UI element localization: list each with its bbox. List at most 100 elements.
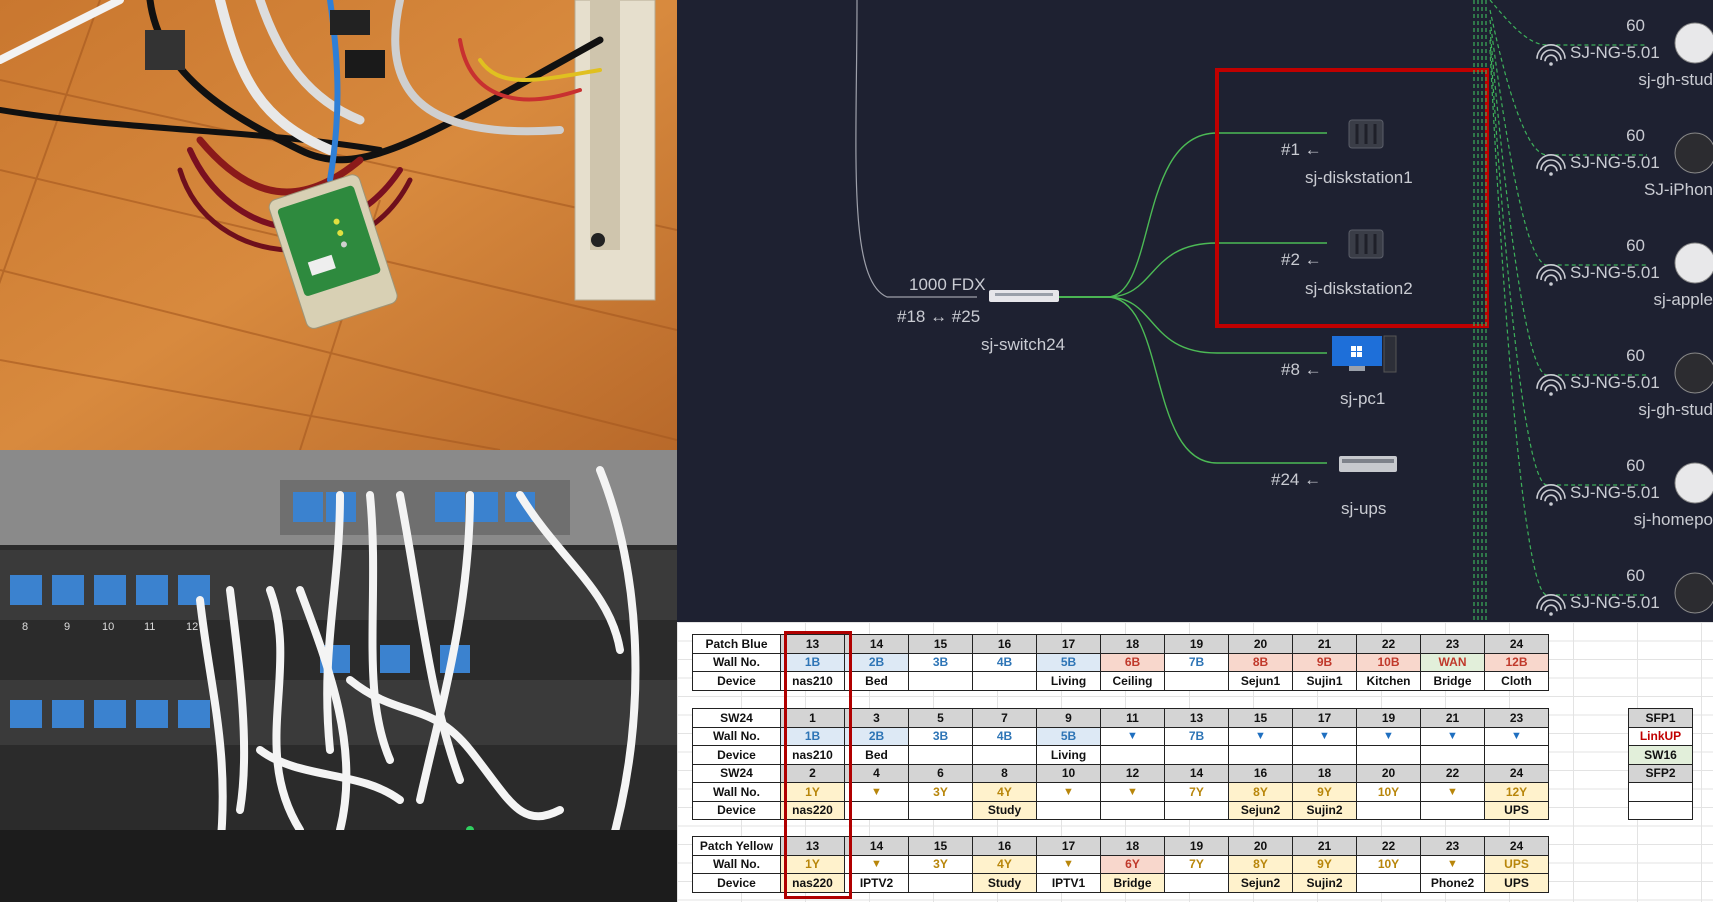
sheet-cell[interactable]: Living — [1036, 745, 1101, 765]
sheet-cell[interactable]: 4B — [972, 726, 1037, 746]
node-sj-switch24[interactable]: sj-switch24 — [981, 290, 1065, 354]
sheet-cell[interactable]: ▼ — [1036, 854, 1101, 874]
sheet-cell[interactable]: Bridge — [1100, 873, 1165, 893]
sheet-cell[interactable]: Sejun2 — [1228, 800, 1293, 820]
sheet-cell[interactable]: 10Y — [1356, 782, 1421, 802]
sheet-cell[interactable]: 1B — [780, 726, 845, 746]
sheet-cell[interactable]: Bed — [844, 745, 909, 765]
sheet-cell[interactable]: 17 — [1292, 708, 1357, 728]
sheet-cell[interactable]: 2B — [844, 652, 909, 672]
sheet-cell[interactable]: 17 — [1036, 634, 1101, 654]
sheet-cell[interactable]: 2 — [780, 763, 845, 783]
sheet-cell[interactable]: 1 — [780, 708, 845, 728]
sheet-cell[interactable]: 5B — [1036, 726, 1101, 746]
sheet-cell[interactable]: 12Y — [1484, 782, 1549, 802]
sheet-cell[interactable]: 16 — [1228, 763, 1293, 783]
sheet-cell[interactable]: ▼ — [844, 854, 909, 874]
row-label[interactable]: Device — [692, 873, 781, 893]
sheet-cell[interactable]: 6B — [1100, 652, 1165, 672]
sheet-cell[interactable]: 13 — [780, 634, 845, 654]
sheet-cell[interactable] — [908, 800, 973, 820]
sheet-cell[interactable] — [1164, 873, 1229, 893]
sheet-cell[interactable]: 1B — [780, 652, 845, 672]
row-label[interactable]: Device — [692, 745, 781, 765]
sheet-cell[interactable] — [908, 671, 973, 691]
sheet-cell[interactable]: 3B — [908, 726, 973, 746]
sheet-cell[interactable] — [972, 671, 1037, 691]
sheet-cell[interactable]: ▼ — [1100, 782, 1165, 802]
sheet-cell[interactable]: Living — [1036, 671, 1101, 691]
sheet-cell[interactable] — [1356, 745, 1421, 765]
sheet-cell[interactable]: 14 — [844, 836, 909, 856]
sheet-cell[interactable]: 21 — [1292, 836, 1357, 856]
sheet-cell[interactable]: 14 — [844, 634, 909, 654]
sheet-cell[interactable]: ▼ — [844, 782, 909, 802]
sheet-cell[interactable] — [1292, 745, 1357, 765]
sheet-cell[interactable]: Sujin2 — [1292, 873, 1357, 893]
sheet-cell[interactable]: 19 — [1164, 634, 1229, 654]
sheet-cell[interactable]: 8 — [972, 763, 1037, 783]
sheet-cell[interactable]: 4B — [972, 652, 1037, 672]
node-sj-diskstation1[interactable]: #1 ← sj-diskstation1 — [1281, 119, 1413, 187]
node-sj-ups[interactable]: #24 ← sj-ups — [1271, 456, 1397, 518]
sheet-cell[interactable]: 24 — [1484, 634, 1549, 654]
sheet-cell[interactable]: 19 — [1164, 836, 1229, 856]
sheet-cell[interactable]: 20 — [1228, 634, 1293, 654]
sheet-cell[interactable] — [972, 745, 1037, 765]
sheet-cell[interactable]: 7B — [1164, 726, 1229, 746]
node-sj-diskstation2[interactable]: #2 ← sj-diskstation2 — [1281, 229, 1413, 298]
sheet-cell[interactable]: 10B — [1356, 652, 1421, 672]
row-label[interactable]: Wall No. — [692, 854, 781, 874]
sheet-cell[interactable]: 18 — [1100, 836, 1165, 856]
row-label[interactable]: Patch Yellow — [692, 836, 781, 856]
sheet-cell[interactable]: ▼ — [1484, 726, 1549, 746]
sheet-cell[interactable]: 23 — [1420, 836, 1485, 856]
sheet-cell[interactable]: 12 — [1100, 763, 1165, 783]
sheet-cell[interactable]: 10Y — [1356, 854, 1421, 874]
sheet-cell[interactable]: 6Y — [1100, 854, 1165, 874]
sheet-cell[interactable]: 20 — [1228, 836, 1293, 856]
sheet-cell[interactable]: 3Y — [908, 854, 973, 874]
sheet-cell[interactable]: 8B — [1228, 652, 1293, 672]
sheet-cell[interactable]: 19 — [1356, 708, 1421, 728]
sheet-cell[interactable] — [1164, 800, 1229, 820]
sheet-cell[interactable]: 3 — [844, 708, 909, 728]
sheet-cell[interactable]: 16 — [972, 836, 1037, 856]
sheet-cell[interactable] — [1420, 745, 1485, 765]
sheet-cell[interactable]: 9Y — [1292, 782, 1357, 802]
sheet-cell[interactable]: 4Y — [972, 854, 1037, 874]
sheet-cell[interactable] — [1356, 800, 1421, 820]
sheet-cell[interactable]: ▼ — [1036, 782, 1101, 802]
sheet-cell[interactable]: 7Y — [1164, 782, 1229, 802]
sheet-cell[interactable] — [1036, 800, 1101, 820]
sheet-cell[interactable]: IPTV2 — [844, 873, 909, 893]
sheet-cell[interactable]: 7 — [972, 708, 1037, 728]
sheet-cell[interactable]: 2B — [844, 726, 909, 746]
sheet-cell[interactable]: nas220 — [780, 873, 845, 893]
sfp-cell[interactable]: LinkUP — [1628, 726, 1693, 746]
sheet-cell[interactable]: nas210 — [780, 671, 845, 691]
row-label[interactable]: Device — [692, 800, 781, 820]
sheet-cell[interactable]: UPS — [1484, 873, 1549, 893]
sheet-cell[interactable]: 22 — [1356, 634, 1421, 654]
sfp-cell[interactable]: SFP1 — [1628, 708, 1693, 728]
sheet-cell[interactable]: 1Y — [780, 854, 845, 874]
sheet-cell[interactable]: 24 — [1484, 763, 1549, 783]
sheet-cell[interactable]: ▼ — [1420, 782, 1485, 802]
sheet-cell[interactable] — [908, 745, 973, 765]
sheet-cell[interactable]: 9B — [1292, 652, 1357, 672]
row-label[interactable]: Wall No. — [692, 652, 781, 672]
sheet-cell[interactable]: IPTV1 — [1036, 873, 1101, 893]
sheet-cell[interactable]: 16 — [972, 634, 1037, 654]
sheet-cell[interactable]: Kitchen — [1356, 671, 1421, 691]
sheet-cell[interactable]: 3B — [908, 652, 973, 672]
sheet-cell[interactable]: 23 — [1420, 634, 1485, 654]
sheet-cell[interactable]: Sejun2 — [1228, 873, 1293, 893]
sheet-cell[interactable]: 21 — [1292, 634, 1357, 654]
